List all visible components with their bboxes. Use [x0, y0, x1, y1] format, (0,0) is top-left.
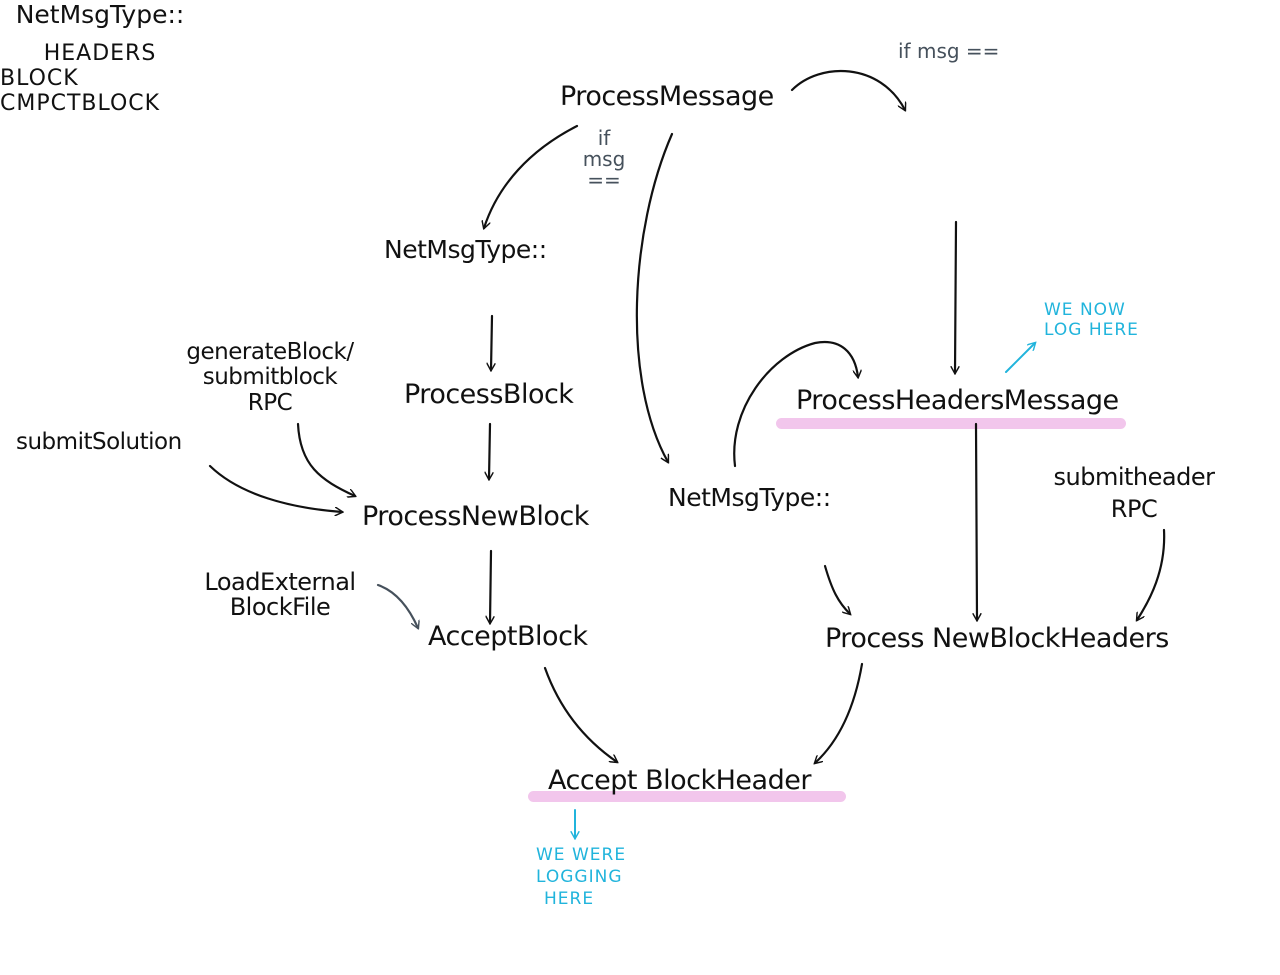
edge-note-now-log: [1005, 343, 1035, 373]
if-msg-side-line3: ==: [587, 168, 621, 192]
edge-processmessage-to-cmpctblock: [635, 132, 674, 462]
load-external-line1: LoadExternal: [204, 568, 356, 596]
generate-block-node: generateBlock/ submitblock RPC: [165, 339, 375, 416]
edge-processnewblock-to-acceptblock: [490, 549, 491, 623]
submitheader-node: submitheader RPC: [1044, 464, 1224, 523]
generate-block-line2: submitblock: [202, 364, 338, 391]
accept-block-header-highlight: [528, 791, 846, 802]
process-new-block-headers-node: Process NewBlockHeaders: [825, 623, 1169, 654]
if-msg-side-line1: if: [597, 126, 611, 150]
submit-solution-node: submitSolution: [16, 429, 182, 455]
if-msg-top-note: if msg ==: [898, 39, 1000, 63]
submitheader-line1: submitheader: [1053, 463, 1215, 491]
we-were-logging-here-line1: WE WERE: [536, 845, 627, 865]
if-msg-side-line2: msg: [582, 147, 626, 171]
netmsgtype-cmpct-line2: CMPCTBLOCK: [0, 91, 161, 116]
edge-processblock-to-processnewblock: [489, 422, 490, 479]
submitheader-line2: RPC: [1110, 495, 1158, 524]
edge-loadexternal-to-acceptblock: [376, 583, 418, 628]
netmsgtype-block-line1: NetMsgType::: [384, 235, 547, 264]
process-block-node: ProcessBlock: [404, 379, 574, 410]
if-msg-side-note: if msg ==: [574, 128, 634, 191]
edge-generateblock-to-processnewblock: [296, 422, 355, 496]
edge-cmpctblock-to-processheadersmessage: [733, 340, 858, 468]
edge-processheadersmessage-to-processnewblockheaders: [976, 422, 977, 620]
edge-processnewblockheaders-to-acceptblockheader: [815, 662, 864, 763]
process-message-node: ProcessMessage: [560, 81, 774, 112]
netmsgtype-headers-line2: HEADERS: [43, 41, 157, 66]
edge-submitsolution-to-processnewblock: [208, 464, 342, 512]
edge-submitheader-to-processnewblockheaders: [1137, 528, 1166, 620]
netmsgtype-cmpct-line1: NetMsgType::: [668, 483, 831, 512]
we-now-log-here-line2: LOG HERE: [1044, 320, 1139, 341]
accept-block-header-node: Accept BlockHeader: [548, 765, 811, 796]
netmsgtype-headers-node: NetMsgType:: HEADERS: [0, 0, 200, 66]
edge-processmessage-to-headers: [790, 69, 905, 110]
edge-acceptblock-to-acceptblockheader: [543, 666, 617, 762]
edge-cmpctblock-to-processnewblockheaders: [823, 564, 850, 614]
process-headers-message-node: ProcessHeadersMessage: [796, 385, 1119, 416]
process-new-block-node: ProcessNewBlock: [362, 501, 589, 532]
edge-block-to-processblock: [491, 314, 492, 370]
we-now-log-here-line1: WE NOW: [1044, 300, 1126, 320]
accept-block-node: AcceptBlock: [428, 621, 588, 652]
generate-block-line3: RPC: [247, 389, 293, 416]
process-headers-message-highlight: [776, 418, 1126, 429]
we-were-logging-here-line2: LOGGING: [536, 867, 623, 888]
load-external-line2: BlockFile: [229, 593, 331, 622]
we-were-logging-here-note: WE WERE LOGGING HERE: [536, 844, 626, 910]
generate-block-line1: generateBlock/: [186, 339, 354, 365]
edge-processmessage-to-block: [484, 124, 579, 228]
we-now-log-here-note: WE NOW LOG HERE: [1044, 300, 1139, 341]
netmsgtype-block-line2: BLOCK: [0, 66, 79, 91]
load-external-node: LoadExternal BlockFile: [180, 568, 380, 622]
we-were-logging-here-line3: HERE: [544, 889, 595, 910]
edge-headers-to-processheadersmessage: [955, 220, 956, 373]
netmsgtype-headers-line1: NetMsgType::: [15, 0, 185, 29]
